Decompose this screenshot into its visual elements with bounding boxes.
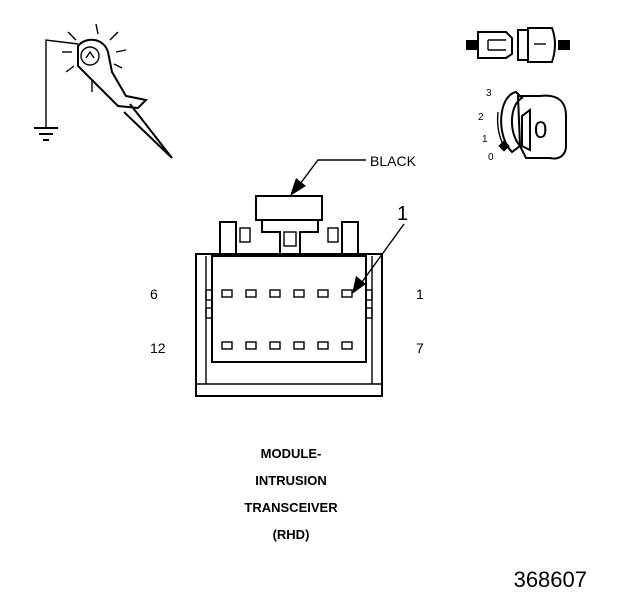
ignition-key-icon bbox=[496, 90, 567, 160]
connector-face bbox=[195, 195, 383, 397]
test-light-icon bbox=[34, 23, 173, 159]
ignition-key-label: 0 bbox=[534, 117, 547, 144]
ignition-position-2: 2 bbox=[478, 112, 484, 123]
ignition-position-1: 1 bbox=[482, 134, 488, 145]
pin-cavity bbox=[245, 341, 257, 350]
pin-cavity bbox=[269, 341, 281, 350]
caption-line-3: TRANSCEIVER bbox=[244, 500, 338, 515]
pin-cavity bbox=[221, 341, 233, 350]
pin-label-1: 1 bbox=[416, 286, 424, 302]
caption-line-4: (RHD) bbox=[273, 527, 310, 542]
caption-line-2: INTRUSION bbox=[255, 473, 327, 488]
pin-cavity bbox=[341, 341, 353, 350]
callout-arrowhead bbox=[352, 276, 366, 294]
pin-label-7: 7 bbox=[416, 340, 424, 356]
pin-label-6: 6 bbox=[150, 286, 158, 302]
pin-cavity bbox=[221, 289, 233, 298]
pin-cavity bbox=[317, 289, 329, 298]
connector-color-label: BLACK bbox=[370, 153, 417, 169]
pin-cavity bbox=[245, 289, 257, 298]
callout-number: 1 bbox=[397, 203, 408, 225]
ignition-position-0: 0 bbox=[488, 152, 494, 163]
connector-pins bbox=[221, 289, 353, 350]
pin-cavity bbox=[317, 341, 329, 350]
pin-cavity bbox=[341, 289, 353, 298]
ignition-position-3: 3 bbox=[486, 88, 492, 99]
color-leader-arrowhead bbox=[290, 178, 306, 196]
pin-cavity bbox=[293, 289, 305, 298]
connector-disconnect-icon bbox=[466, 27, 570, 63]
pin-cavity bbox=[293, 341, 305, 350]
color-leader-line bbox=[299, 159, 366, 185]
pin-label-12: 12 bbox=[150, 340, 166, 356]
pin-cavity bbox=[269, 289, 281, 298]
caption-line-1: MODULE- bbox=[261, 446, 322, 461]
figure-number: 368607 bbox=[514, 567, 587, 592]
